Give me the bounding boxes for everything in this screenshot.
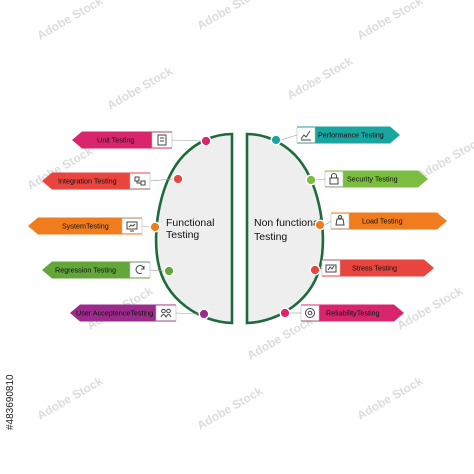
refresh-icon	[135, 265, 145, 274]
left-title-line2: Testing	[166, 229, 199, 241]
stock-watermark: Adobe Stock	[105, 64, 176, 113]
right-title-line1: Non functional	[254, 217, 321, 229]
right-item-dot	[314, 219, 326, 231]
stock-watermark: Adobe Stock	[35, 374, 106, 423]
left-item-dot	[163, 265, 175, 277]
right-item-dot	[309, 264, 321, 276]
left-item-label: User AcceptenceTesting	[76, 309, 153, 318]
left-item-label: Unit Testing	[97, 136, 134, 145]
left-item-icon-box	[129, 262, 151, 278]
stock-watermark: Adobe Stock	[35, 0, 106, 43]
right-item-arrow	[301, 304, 404, 322]
stock-watermark: Adobe Stock	[285, 54, 356, 103]
integration-icon	[134, 176, 146, 186]
left-item-arrow	[72, 131, 172, 149]
left-title-line1: Functional	[166, 217, 214, 229]
left-item-connector	[149, 269, 165, 272]
right-title-line2: Testing	[254, 231, 287, 243]
stock-watermark: Adobe Stock	[195, 0, 266, 33]
right-item-3: Load Testing	[314, 212, 447, 231]
right-item-dot	[279, 307, 291, 319]
left-item-dot	[200, 135, 212, 147]
right-item-arrow	[325, 170, 428, 188]
left-item-icon-box	[129, 173, 151, 189]
right-item-label: ReliabilityTesting	[326, 309, 380, 318]
stock-watermark: Adobe Stock	[395, 284, 466, 333]
right-item-arrow	[331, 212, 447, 230]
right-item-label: Security Testing	[347, 175, 398, 184]
right-item-arrow	[297, 126, 400, 144]
left-item-dot	[149, 221, 161, 233]
left-item-connector	[175, 312, 200, 315]
left-item-connector	[149, 178, 174, 182]
left-item-arrow	[42, 261, 150, 279]
right-item-dot	[270, 134, 282, 146]
right-item-arrow	[322, 259, 434, 277]
left-item-connector	[141, 225, 151, 228]
right-item-connector	[324, 220, 332, 226]
right-item-label: Load Testing	[362, 217, 403, 226]
stock-watermark: Adobe Stock	[195, 384, 266, 433]
pen-chart-icon	[300, 130, 311, 141]
left-item-arrow	[70, 304, 176, 322]
left-item-dot	[172, 173, 184, 185]
left-item-arrow	[28, 217, 142, 235]
right-item-dot	[305, 174, 317, 186]
right-item-5: ReliabilityTesting	[279, 304, 404, 322]
left-item-4: Regression Testing	[42, 261, 175, 279]
right-item-4: Stress Testing	[309, 259, 434, 277]
right-item-connector	[280, 134, 298, 141]
left-item-label: Regression Testing	[55, 266, 116, 275]
weight-icon	[335, 215, 345, 226]
stock-image-id: #483690810	[5, 374, 16, 430]
left-item-icon-box	[155, 305, 177, 321]
left-item-connector	[171, 139, 202, 142]
left-item-arrow	[42, 172, 150, 190]
right-item-label: Performance Testing	[318, 131, 384, 140]
monitor-icon	[126, 221, 138, 232]
left-item-label: SystemTesting	[62, 222, 109, 231]
left-item-dot	[198, 308, 210, 320]
right-item-label: Stress Testing	[352, 264, 397, 273]
left-item-5: User AcceptenceTesting	[70, 304, 210, 322]
reliability-icon	[305, 308, 315, 318]
right-item-icon-box	[300, 305, 320, 321]
document-icon	[157, 134, 167, 146]
left-item-2: Integration Testing	[42, 172, 184, 190]
left-item-label: Integration Testing	[58, 177, 117, 186]
left-item-1: Unit Testing	[72, 131, 212, 149]
stock-watermark: Adobe Stock	[355, 374, 426, 423]
right-item-2: Security Testing	[305, 170, 428, 188]
stress-icon	[325, 264, 337, 273]
lock-icon	[329, 173, 339, 185]
left-item-3: SystemTesting	[28, 217, 161, 235]
right-item-1: Performance Testing	[270, 126, 400, 146]
stock-watermark: Adobe Stock	[355, 0, 426, 43]
people-icon	[160, 308, 172, 319]
right-item-connector	[315, 178, 326, 181]
